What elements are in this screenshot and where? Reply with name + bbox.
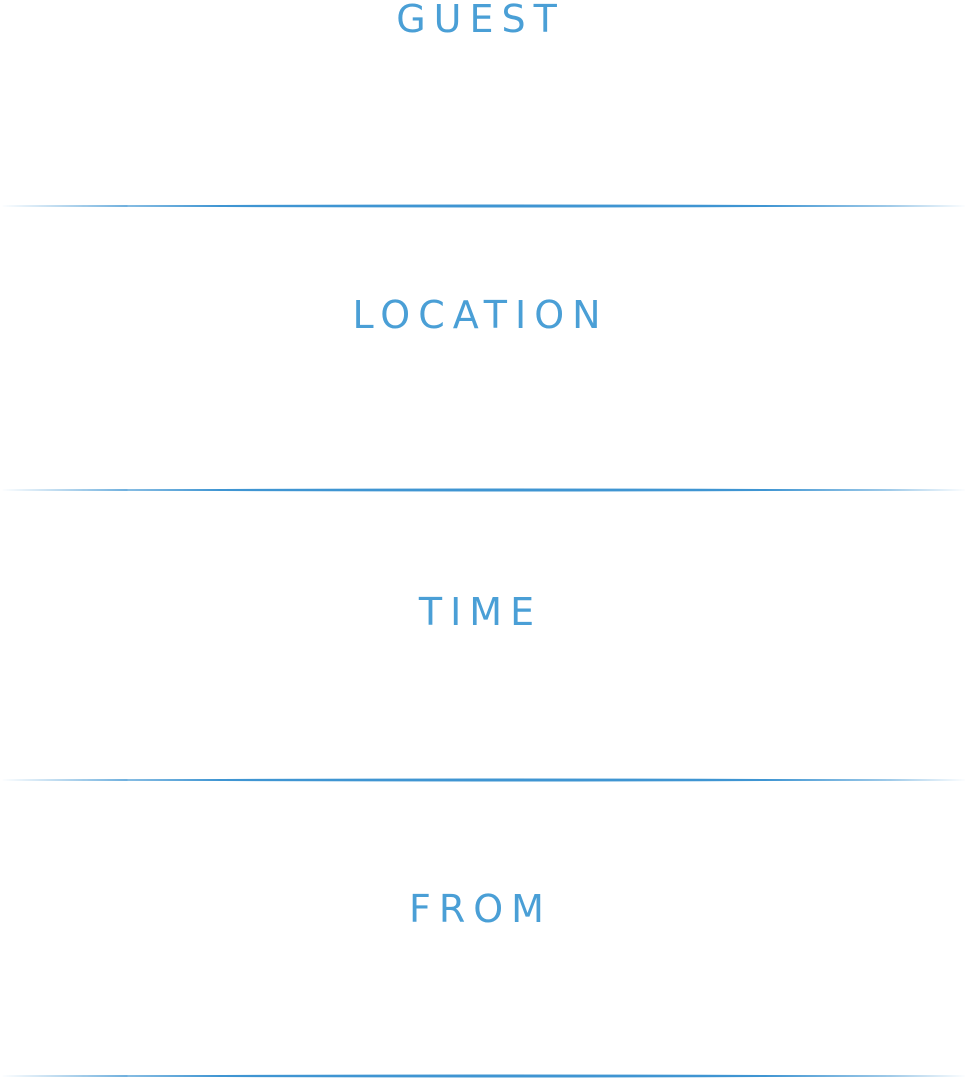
divider-line — [0, 202, 967, 210]
divider-line — [0, 776, 967, 784]
field-label-from: FROM — [409, 887, 552, 931]
field-label-guest: GUEST — [396, 0, 565, 41]
field-label-time: TIME — [418, 590, 543, 634]
divider-line — [0, 486, 967, 494]
divider-line — [0, 1072, 967, 1080]
field-label-location: LOCATION — [352, 293, 609, 337]
